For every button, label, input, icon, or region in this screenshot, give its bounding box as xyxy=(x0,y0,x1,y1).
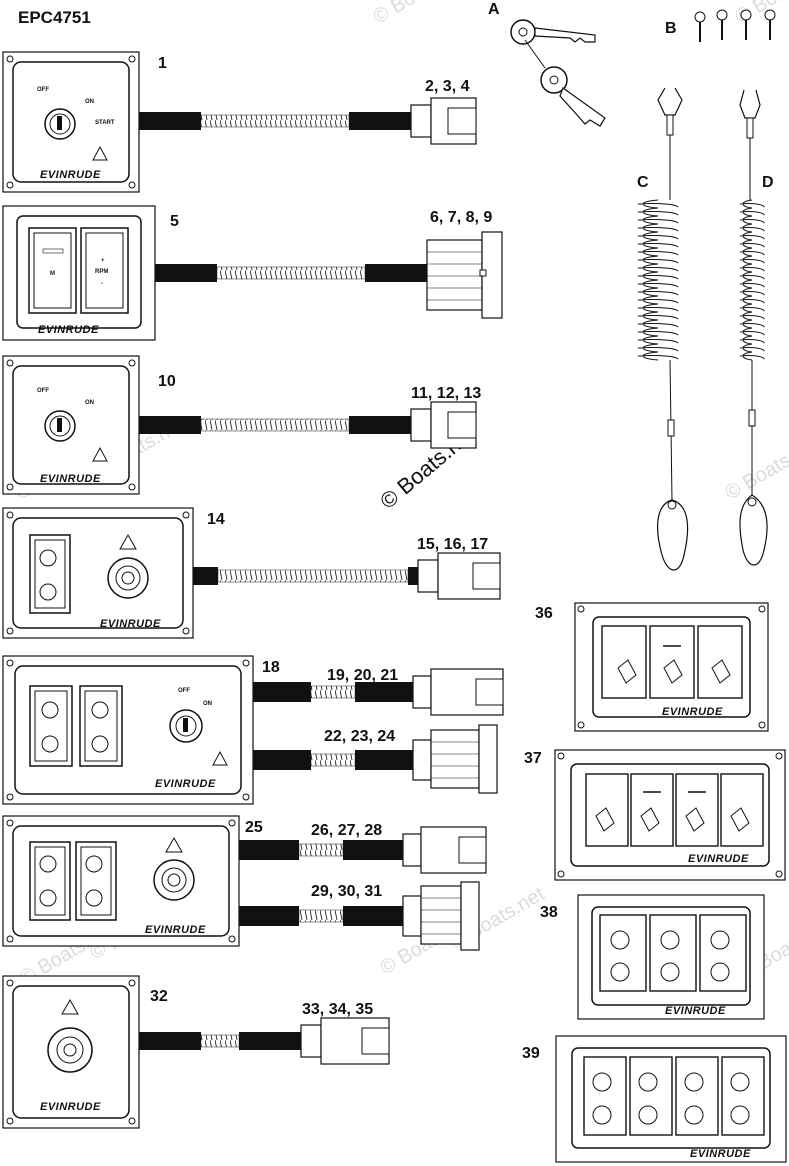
callout-18: 18 xyxy=(262,659,280,676)
callout-d: D xyxy=(762,174,774,191)
switch-panel-36: EVINRUDE xyxy=(574,602,769,732)
switch-panel-39: EVINRUDE xyxy=(555,1035,787,1163)
ignition-keys xyxy=(510,19,606,127)
switch-panel-38: EVINRUDE xyxy=(577,894,765,1020)
label-rpm: RPM xyxy=(95,269,108,275)
callout-14: 14 xyxy=(207,511,225,528)
switch-panel-25: EVINRUDE xyxy=(2,815,487,951)
callout-39: 39 xyxy=(522,1045,540,1062)
evinrude-logo: EVINRUDE xyxy=(100,618,161,630)
key-switch-panel-10: OFF ON EVINRUDE xyxy=(2,355,477,495)
switch-panel-14: EVINRUDE xyxy=(2,507,501,639)
callout-15-16-17: 15, 16, 17 xyxy=(417,536,488,553)
label-m: M xyxy=(50,271,55,277)
callout-c: C xyxy=(637,174,649,191)
callout-10: 10 xyxy=(158,373,176,390)
callout-1: 1 xyxy=(158,55,167,72)
label-minus: - xyxy=(101,281,103,287)
evinrude-logo: EVINRUDE xyxy=(40,473,101,485)
callout-33-34-35: 33, 34, 35 xyxy=(302,1001,373,1018)
evinrude-logo: EVINRUDE xyxy=(662,706,723,718)
watermark: © Boats.net xyxy=(732,0,789,28)
evinrude-logo: EVINRUDE xyxy=(690,1148,751,1160)
label-off: OFF xyxy=(178,688,190,694)
label-off: OFF xyxy=(37,388,49,394)
key-switch-panel-1: OFF ON START EVINRUDE xyxy=(2,51,477,193)
lanyard-c xyxy=(637,87,689,571)
callout-b: B xyxy=(665,20,677,37)
trim-switch-panel-5: M + RPM - EVINRUDE xyxy=(2,205,503,341)
label-on: ON xyxy=(203,701,212,707)
callout-32: 32 xyxy=(150,988,168,1005)
callout-22-23-24: 22, 23, 24 xyxy=(324,728,395,745)
lanyard-d xyxy=(739,89,768,566)
callout-38: 38 xyxy=(540,904,558,921)
callout-37: 37 xyxy=(524,750,542,767)
callout-5: 5 xyxy=(170,213,179,230)
label-start: START xyxy=(95,120,115,126)
callout-36: 36 xyxy=(535,605,553,622)
diagram-title: EPC4751 xyxy=(18,8,91,27)
key-switch-panel-32: EVINRUDE xyxy=(2,975,390,1129)
mounting-screws xyxy=(694,9,776,42)
label-off: OFF xyxy=(37,87,49,93)
label-on: ON xyxy=(85,400,94,406)
evinrude-logo: EVINRUDE xyxy=(145,924,206,936)
callout-29-30-31: 29, 30, 31 xyxy=(311,883,382,900)
callout-11-12-13: 11, 12, 13 xyxy=(411,385,481,402)
label-on: ON xyxy=(85,99,94,105)
evinrude-logo: EVINRUDE xyxy=(688,853,749,865)
callout-19-20-21: 19, 20, 21 xyxy=(327,667,398,684)
evinrude-logo: EVINRUDE xyxy=(665,1005,726,1017)
evinrude-logo: EVINRUDE xyxy=(40,169,101,181)
callout-a: A xyxy=(488,1,500,18)
switch-panel-18: OFF ON EVINRUDE xyxy=(2,655,504,805)
watermark: © Boats.net xyxy=(722,433,789,505)
callout-26-27-28: 26, 27, 28 xyxy=(311,822,382,839)
callout-2-3-4: 2, 3, 4 xyxy=(425,78,470,95)
evinrude-logo: EVINRUDE xyxy=(155,778,216,790)
callout-25: 25 xyxy=(245,819,263,836)
callout-6-7-8-9: 6, 7, 8, 9 xyxy=(430,209,492,226)
label-plus: + xyxy=(101,258,105,264)
evinrude-logo: EVINRUDE xyxy=(40,1101,101,1113)
watermark: © Boats.net xyxy=(370,0,472,28)
switch-panel-37: EVINRUDE xyxy=(554,749,786,881)
evinrude-logo: EVINRUDE xyxy=(38,324,99,336)
